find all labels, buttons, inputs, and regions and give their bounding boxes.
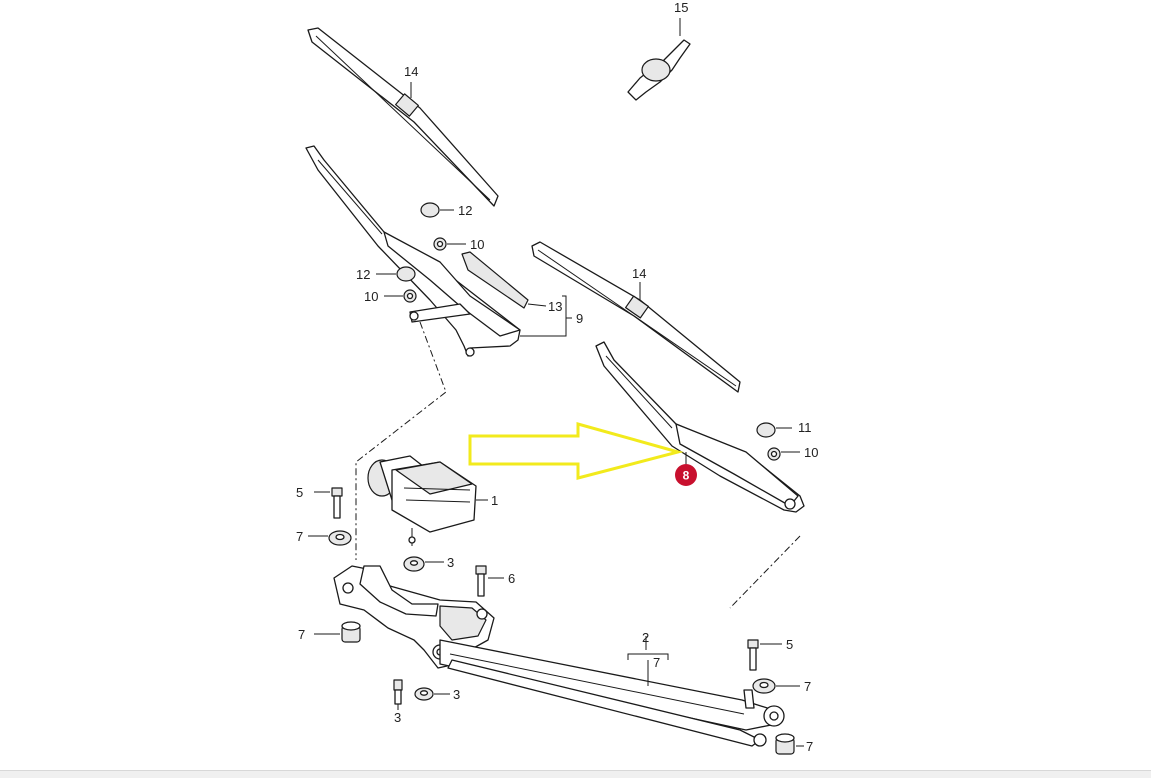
part-7-bushing-lower-left (314, 621, 361, 643)
part-1-wiper-motor (367, 455, 488, 546)
part-12-cap-top (420, 202, 454, 218)
part-12-cap-mid (376, 266, 416, 282)
callout-5-left: 5 (296, 485, 303, 500)
callout-7-lower-left: 7 (298, 627, 305, 642)
part-8-right-wiper-arm (595, 341, 805, 513)
part-15-connector (627, 18, 691, 101)
part-11-cap (756, 422, 792, 438)
callout-3-bottom-right: 3 (453, 687, 460, 702)
callout-7-right-upper: 7 (804, 679, 811, 694)
callout-7-upper-left: 7 (296, 529, 303, 544)
part-8-badge: 8 (675, 452, 697, 486)
alignment-lines (355, 321, 801, 609)
part-3-nut-bottom-right (414, 687, 450, 701)
callout-12-mid: 12 (356, 267, 370, 282)
part-3-bolt-bottom (393, 679, 403, 710)
callout-10-top: 10 (470, 237, 484, 252)
callout-10-right: 10 (804, 445, 818, 460)
callout-6: 6 (508, 571, 515, 586)
callout-10-mid: 10 (364, 289, 378, 304)
part-8-badge-circle (675, 464, 697, 486)
part-7-washer-right-upper (752, 678, 800, 694)
part-14-right-wiper-blade (531, 241, 741, 393)
part-9-left-wiper-arm (305, 145, 572, 357)
highlight-arrow-shape (468, 422, 684, 480)
callout-3-mid: 3 (447, 555, 454, 570)
part-10-nut-right (767, 447, 800, 461)
part-10-nut-top (433, 237, 466, 251)
callout-15: 15 (674, 0, 688, 15)
part-14-left-wiper-blade (307, 27, 499, 207)
callout-5-right: 5 (786, 637, 793, 652)
callout-13: 13 (548, 299, 562, 314)
callout-7-bracket: 7 (653, 655, 660, 670)
callout-2: 2 (642, 630, 649, 645)
part-2-wiper-linkage-frame (333, 565, 785, 747)
part-8-badge-label: 8 (683, 469, 690, 483)
part-6-bolt (475, 565, 504, 597)
part-5-bolt-left (314, 487, 343, 519)
callout-7-right-lower: 7 (806, 739, 813, 754)
part-7-bushing-right-lower (775, 733, 804, 755)
callout-11: 11 (798, 420, 812, 435)
callout-14-right: 14 (632, 266, 646, 281)
callout-3-bottom: 3 (394, 710, 401, 725)
highlight-arrow (468, 422, 684, 480)
callout-9: 9 (576, 311, 583, 326)
part-3-nut-mid (403, 556, 444, 572)
part-5-bolt-right (747, 639, 782, 671)
callout-14-left: 14 (404, 64, 418, 79)
part-7-washer-upper-left (308, 530, 352, 546)
callout-labels: 15 14 12 10 12 10 13 9 14 11 10 5 1 7 3 … (296, 0, 818, 754)
bottom-scroll-strip (0, 770, 1151, 778)
callout-1: 1 (491, 493, 498, 508)
callout-12-top: 12 (458, 203, 472, 218)
part-10-nut-mid (384, 289, 417, 303)
